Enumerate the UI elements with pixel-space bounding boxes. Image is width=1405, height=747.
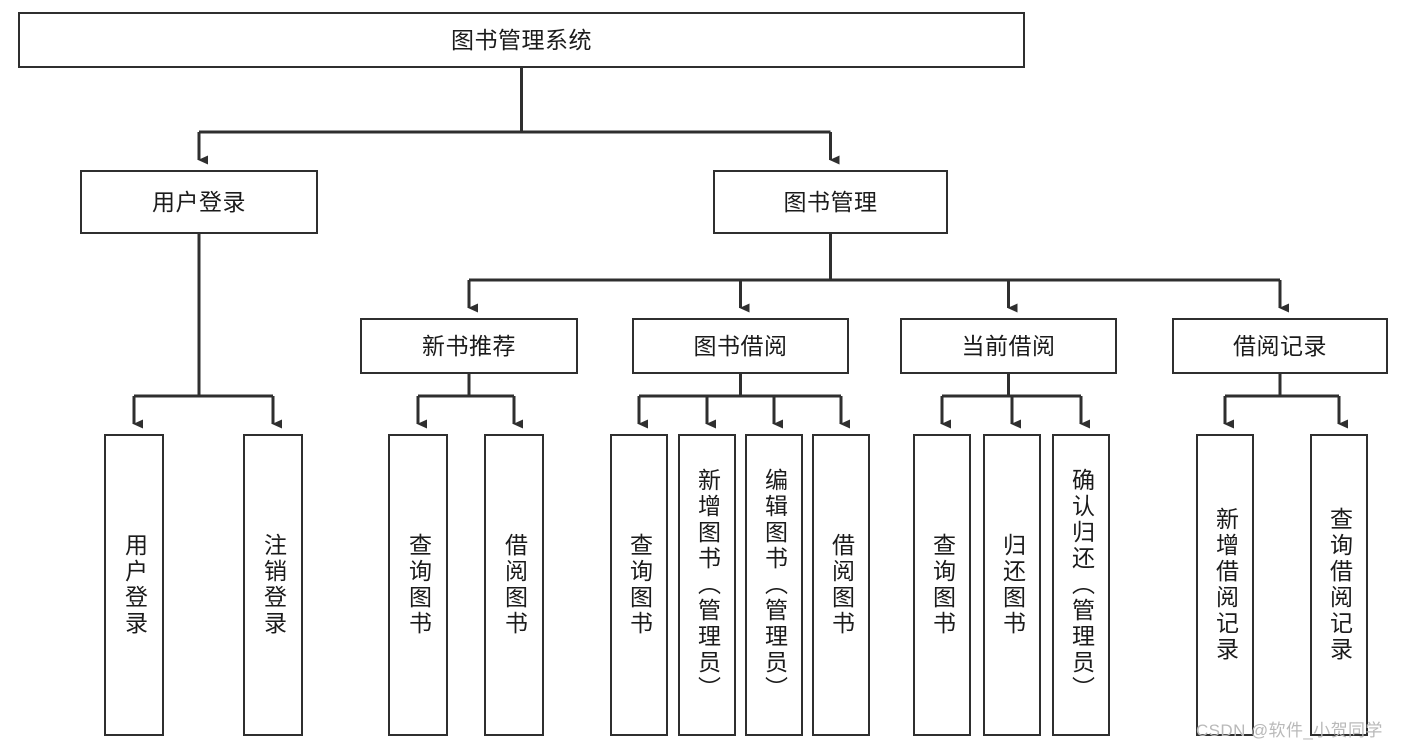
node-label: 借阅图书 xyxy=(501,533,528,637)
node-label: 注销登录 xyxy=(260,533,287,637)
csdn-watermark: CSDN @软件_小贺同学 xyxy=(1196,721,1383,740)
node-leaf-query-book-rec[interactable]: 查询图书 xyxy=(388,434,448,736)
node-leaf-add-book-admin[interactable]: 新增图书（管理员） xyxy=(678,434,736,736)
node-label: 确认归还（管理员） xyxy=(1068,468,1095,702)
node-leaf-user-logout[interactable]: 注销登录 xyxy=(243,434,303,736)
node-label: 图书管理 xyxy=(783,188,878,215)
node-label: 查询图书 xyxy=(405,533,432,637)
node-user-login[interactable]: 用户登录 xyxy=(80,170,318,234)
node-leaf-query-book-cur[interactable]: 查询图书 xyxy=(913,434,971,736)
node-label: 新书推荐 xyxy=(422,332,516,359)
node-leaf-borrow-book-rec[interactable]: 借阅图书 xyxy=(484,434,544,736)
node-current-borrow[interactable]: 当前借阅 xyxy=(900,318,1117,374)
node-label: 归还图书 xyxy=(999,533,1026,637)
node-label: 新增图书（管理员） xyxy=(694,468,721,702)
node-label: 用户登录 xyxy=(121,533,148,637)
node-leaf-confirm-return-admin[interactable]: 确认归还（管理员） xyxy=(1052,434,1110,736)
node-borrow-record[interactable]: 借阅记录 xyxy=(1172,318,1388,374)
node-book-manage[interactable]: 图书管理 xyxy=(713,170,948,234)
node-label: 查询借阅记录 xyxy=(1326,507,1353,663)
node-label: 查询图书 xyxy=(626,533,653,637)
node-label: 图书借阅 xyxy=(693,332,788,359)
node-root[interactable]: 图书管理系统 xyxy=(18,12,1025,68)
node-leaf-add-borrow-record[interactable]: 新增借阅记录 xyxy=(1196,434,1254,736)
node-new-book-recommend[interactable]: 新书推荐 xyxy=(360,318,578,374)
node-label: 用户登录 xyxy=(152,188,246,215)
node-label: 新增借阅记录 xyxy=(1212,507,1239,663)
node-leaf-user-login[interactable]: 用户登录 xyxy=(104,434,164,736)
node-leaf-edit-book-admin[interactable]: 编辑图书（管理员） xyxy=(745,434,803,736)
node-book-borrow[interactable]: 图书借阅 xyxy=(632,318,849,374)
node-label: 编辑图书（管理员） xyxy=(761,468,788,702)
node-leaf-borrow-book[interactable]: 借阅图书 xyxy=(812,434,870,736)
node-leaf-query-book-borrow[interactable]: 查询图书 xyxy=(610,434,668,736)
node-leaf-return-book[interactable]: 归还图书 xyxy=(983,434,1041,736)
node-label: 借阅图书 xyxy=(828,533,855,637)
node-label: 查询图书 xyxy=(929,533,956,637)
node-label: 当前借阅 xyxy=(961,332,1056,359)
node-label: 借阅记录 xyxy=(1233,332,1327,359)
node-leaf-query-borrow-record[interactable]: 查询借阅记录 xyxy=(1310,434,1368,736)
node-label: 图书管理系统 xyxy=(451,26,592,53)
